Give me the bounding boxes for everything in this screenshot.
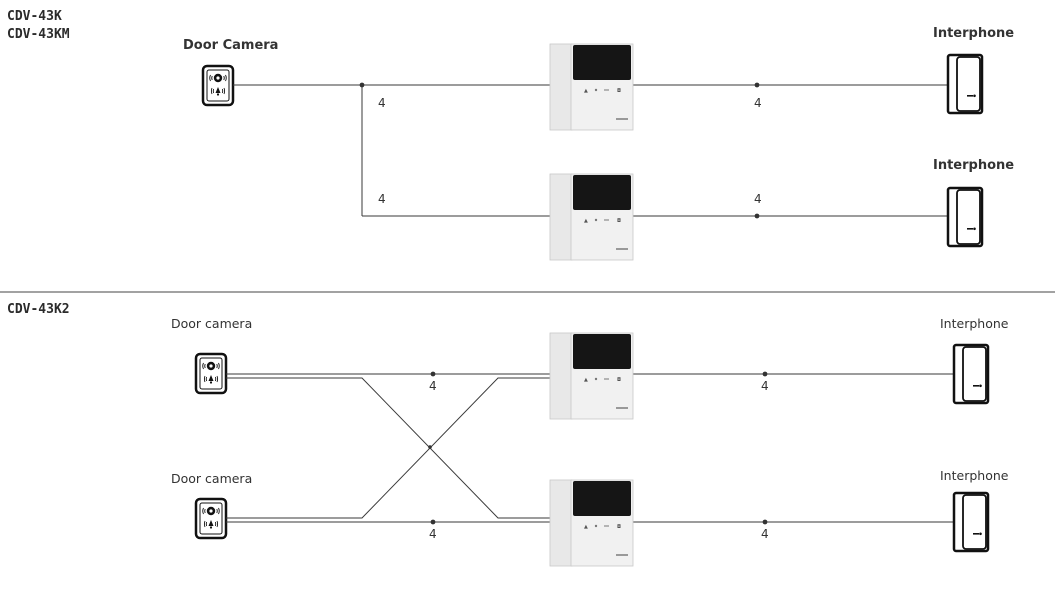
video-monitor-icon (549, 43, 634, 131)
model-label-cdv-43k2: CDV-43K2 (7, 302, 70, 317)
door-camera-icon (194, 497, 228, 540)
wire-count: 4 (761, 379, 769, 393)
wire-count: 4 (378, 192, 386, 206)
wires-top (233, 82, 948, 219)
door-camera-label: Door Camera (183, 38, 278, 53)
interphone-handset-icon (952, 491, 990, 553)
model-label-cdv-43k: CDV-43K (7, 9, 62, 24)
door-camera-icon (194, 352, 228, 395)
wire-count: 4 (429, 379, 437, 393)
interphone-label: Interphone (940, 316, 1009, 331)
wire-count: 4 (429, 527, 437, 541)
door-camera-icon (201, 64, 235, 107)
door-camera-label: Door camera (171, 316, 252, 331)
wires-bottom (226, 371, 954, 525)
interphone-label: Interphone (933, 26, 1014, 41)
interphone-label: Interphone (933, 158, 1014, 173)
video-monitor-icon (549, 332, 634, 420)
model-label-cdv-43km: CDV-43KM (7, 27, 70, 42)
wire-count: 4 (754, 192, 762, 206)
interphone-handset-icon (946, 53, 984, 115)
video-monitor-icon (549, 479, 634, 567)
wire-count: 4 (754, 96, 762, 110)
video-monitor-icon (549, 173, 634, 261)
wire-count: 4 (761, 527, 769, 541)
door-camera-label: Door camera (171, 471, 252, 486)
wire-count: 4 (378, 96, 386, 110)
interphone-handset-icon (952, 343, 990, 405)
interphone-handset-icon (946, 186, 984, 248)
interphone-label: Interphone (940, 468, 1009, 483)
